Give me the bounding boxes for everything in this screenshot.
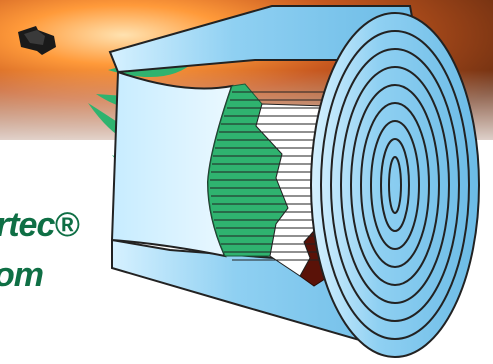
pipe-end-rings [311, 13, 479, 357]
pipe-cylinder [110, 6, 479, 357]
